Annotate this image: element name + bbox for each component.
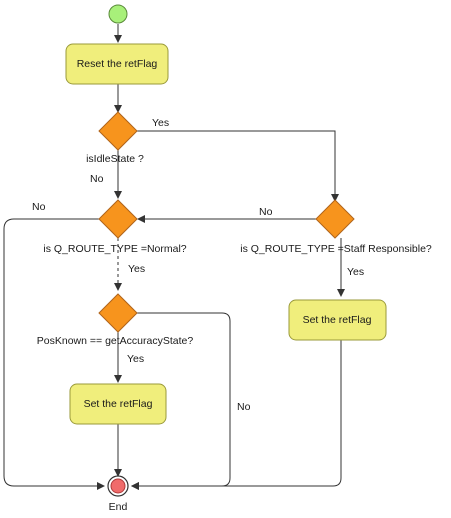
edge-idle-yes[interactable] bbox=[136, 130, 339, 202]
edge-label-idle-yes: Yes bbox=[152, 117, 169, 129]
edge-label-accuracy-no: No bbox=[237, 401, 251, 413]
edge-label-idle-no: No bbox=[90, 173, 104, 185]
normal-route-decision[interactable] bbox=[98, 199, 138, 239]
idle-state-decision[interactable] bbox=[98, 111, 138, 151]
edge-normal-no[interactable] bbox=[3, 218, 105, 490]
set-flag-left-label: Set the retFlag bbox=[84, 398, 153, 410]
reset-action[interactable]: Reset the retFlag bbox=[65, 43, 169, 85]
edge-set-right-to-end[interactable] bbox=[131, 340, 342, 490]
edges bbox=[3, 24, 345, 490]
end-node-label: End bbox=[109, 501, 128, 513]
staff-route-decision-label: is Q_ROUTE_TYPE =Staff Responsible? bbox=[240, 243, 432, 255]
accuracy-state-decision[interactable] bbox=[98, 293, 138, 333]
staff-route-decision[interactable] bbox=[315, 199, 355, 239]
reset-action-label: Reset the retFlag bbox=[77, 58, 158, 70]
edge-label-staff-yes: Yes bbox=[347, 266, 364, 278]
start-node[interactable] bbox=[108, 4, 128, 24]
edge-label-normal-no: No bbox=[32, 201, 46, 213]
set-flag-left-action[interactable]: Set the retFlag bbox=[69, 383, 167, 425]
edge-label-normal-yes: Yes bbox=[128, 263, 145, 275]
set-flag-right-label: Set the retFlag bbox=[303, 314, 372, 326]
edge-label-staff-no: No bbox=[259, 206, 273, 218]
set-flag-right-action[interactable]: Set the retFlag bbox=[288, 299, 387, 341]
edge-label-accuracy-yes: Yes bbox=[127, 353, 144, 365]
accuracy-state-decision-label: PosKnown == getAccuracyState? bbox=[37, 335, 194, 347]
normal-route-decision-label: is Q_ROUTE_TYPE =Normal? bbox=[43, 243, 186, 255]
end-node[interactable] bbox=[107, 475, 129, 497]
idle-state-decision-label: isIdleState ? bbox=[86, 153, 144, 165]
